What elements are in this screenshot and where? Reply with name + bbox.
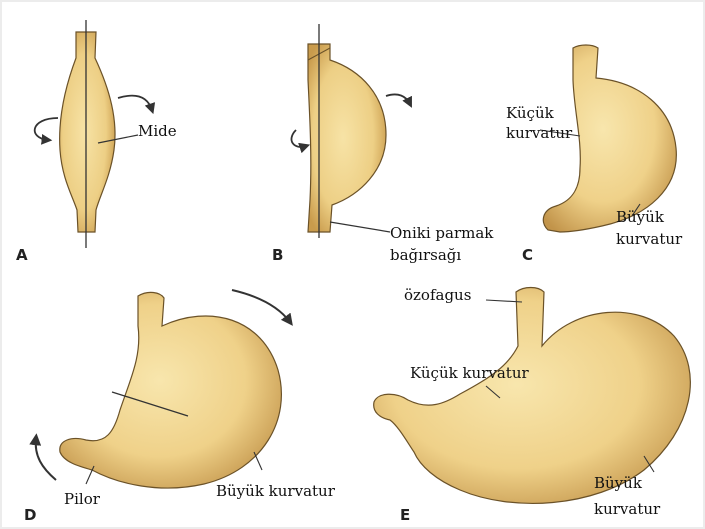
label-buyuk-kurvatur-d: Büyük kurvatur <box>216 482 335 500</box>
label-kucuk-kurvatur-c-line1: Küçük <box>506 104 554 122</box>
label-oniki-parmak-line1: Oniki parmak <box>390 224 493 242</box>
label-ozofagus: özofagus <box>404 286 471 304</box>
label-buyuk-kurvatur-c-line1: Büyük <box>616 208 664 226</box>
label-buyuk-kurvatur-e-line2: kurvatur <box>594 500 660 518</box>
stomach-stage-b <box>291 24 410 238</box>
stage-letter-d: D <box>24 506 36 524</box>
stage-letter-b: B <box>272 246 283 264</box>
label-mide: Mide <box>138 122 177 140</box>
stage-letter-e: E <box>400 506 410 524</box>
label-buyuk-kurvatur-c-line2: kurvatur <box>616 230 682 248</box>
stage-letter-c: C <box>522 246 533 264</box>
label-kucuk-kurvatur-c-line2: kurvatur <box>506 124 572 142</box>
stomach-stage-d <box>36 290 290 488</box>
label-kucuk-kurvatur-e: Küçük kurvatur <box>410 364 529 382</box>
stomach-stage-e <box>374 288 691 504</box>
label-buyuk-kurvatur-e-line1: Büyük <box>594 474 642 492</box>
label-pilor: Pilor <box>64 490 100 508</box>
label-oniki-parmak-line2: bağırsağı <box>390 246 461 264</box>
stomach-stage-a <box>35 20 152 248</box>
stage-letter-a: A <box>16 246 28 264</box>
